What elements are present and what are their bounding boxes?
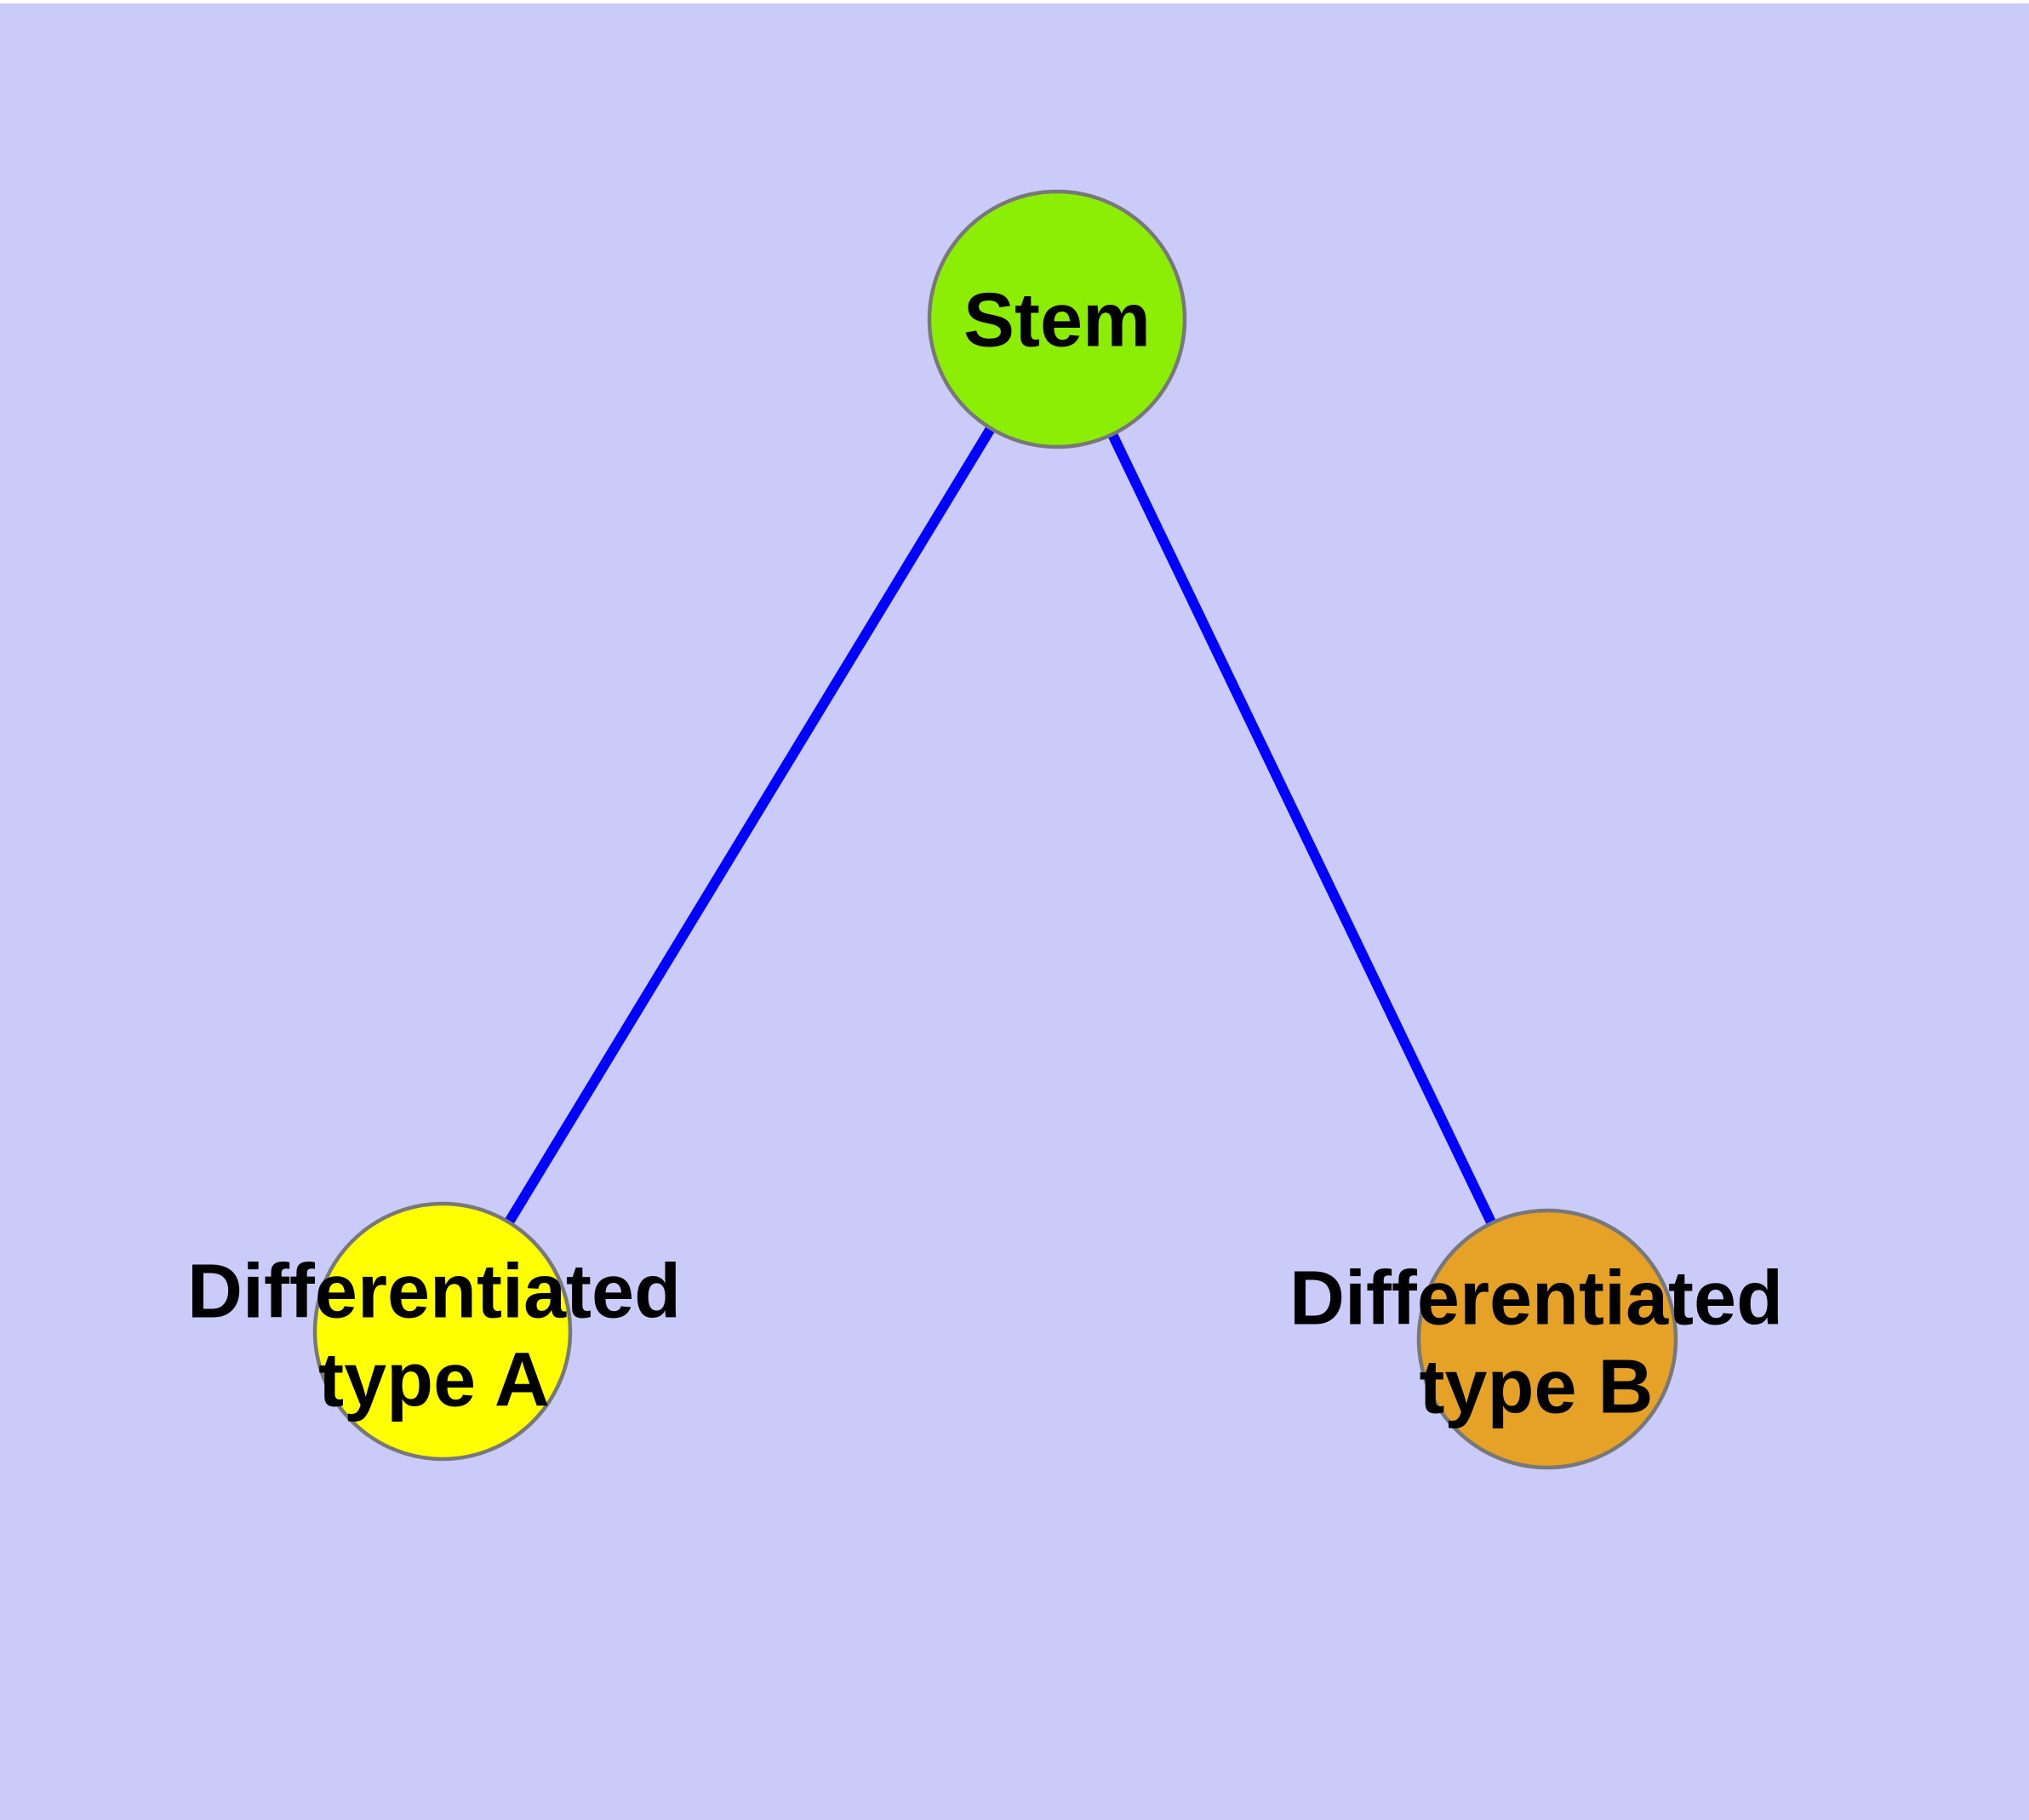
edge-stem-to-type-a (437, 316, 1062, 1335)
diff-type-b-node-circle (1416, 1208, 1678, 1470)
edge-stem-to-type-b (1052, 317, 1552, 1342)
diff-type-b-node-label: Differentiated type B (1289, 1256, 1784, 1430)
stem-node-circle (927, 189, 1187, 449)
stem-node-label: Stem (963, 278, 1152, 363)
diff-type-a-node-circle (312, 1201, 573, 1462)
diff-type-a-node-label: Differentiated type A (186, 1249, 682, 1423)
